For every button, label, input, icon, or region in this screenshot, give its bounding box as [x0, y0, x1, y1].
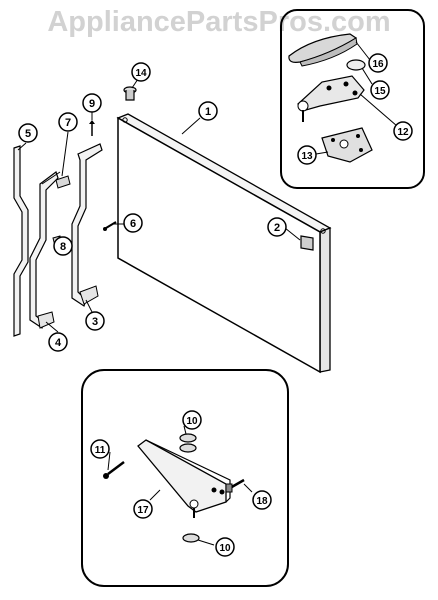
- hinge-cover-part: [288, 33, 358, 67]
- callout-6: 6: [123, 213, 143, 233]
- callout-8: 8: [53, 236, 73, 256]
- callout-14: 14: [131, 62, 151, 82]
- small-bracket-part: [55, 175, 71, 189]
- door-panel-part: [116, 113, 332, 374]
- door-channel-left-part: [29, 171, 61, 329]
- hinge-pin-cap-part: [123, 86, 137, 101]
- callout-12-label: 12: [397, 127, 409, 138]
- callout-6-label: 6: [130, 218, 136, 230]
- screw-part: [89, 120, 95, 136]
- callout-2-label: 2: [274, 222, 280, 234]
- callout-17: 17: [133, 499, 153, 519]
- callout-7-label: 7: [65, 117, 71, 129]
- callout-13: 13: [297, 145, 317, 165]
- hinge-screw-left-part: [103, 461, 125, 479]
- callout-8-label: 8: [60, 241, 66, 253]
- callout-4-label: 4: [55, 337, 62, 349]
- inset-top-right: [280, 9, 425, 189]
- callout-10-upper-label: 10: [186, 416, 198, 427]
- callout-3: 3: [85, 311, 105, 331]
- callout-9-label: 9: [89, 98, 95, 110]
- top-hinge-part: [297, 75, 365, 122]
- callout-5-label: 5: [25, 128, 31, 140]
- callout-4: 4: [48, 332, 68, 352]
- callout-2: 2: [267, 217, 287, 237]
- callout-3-label: 3: [92, 316, 98, 328]
- hinge-washer-upper-part: [179, 433, 197, 453]
- door-gasket-strip-part: [13, 145, 29, 337]
- callout-11: 11: [90, 439, 110, 459]
- watermark: AppliancePartsPros.com: [47, 6, 391, 38]
- hinge-shim-part: [321, 127, 373, 163]
- door-label-part: [300, 235, 314, 251]
- callout-14-label: 14: [135, 68, 147, 79]
- hinge-bolt-right-part: [225, 478, 245, 493]
- callout-16: 16: [368, 53, 388, 73]
- callout-1-label: 1: [205, 106, 211, 118]
- hinge-washer-part: [346, 59, 366, 71]
- callout-9: 9: [82, 93, 102, 113]
- pin-part: [103, 221, 117, 231]
- callout-1: 1: [198, 101, 218, 121]
- callout-10-lower: 10: [215, 537, 235, 557]
- callout-18: 18: [252, 490, 272, 510]
- callout-15-label: 15: [374, 86, 386, 97]
- callout-13-label: 13: [301, 151, 313, 162]
- callout-16-label: 16: [372, 59, 384, 70]
- callout-15: 15: [370, 80, 390, 100]
- callout-12: 12: [393, 121, 413, 141]
- callout-7: 7: [58, 112, 78, 132]
- callout-18-label: 18: [256, 496, 268, 507]
- callout-10-lower-label: 10: [219, 543, 231, 554]
- callout-17-label: 17: [137, 505, 149, 516]
- door-channel-right-part: [71, 143, 103, 307]
- inset-bottom: [81, 369, 289, 587]
- callout-11-label: 11: [95, 445, 106, 456]
- callout-5: 5: [18, 123, 38, 143]
- hinge-washer-lower-part: [182, 533, 200, 543]
- callout-10-upper: 10: [182, 410, 202, 430]
